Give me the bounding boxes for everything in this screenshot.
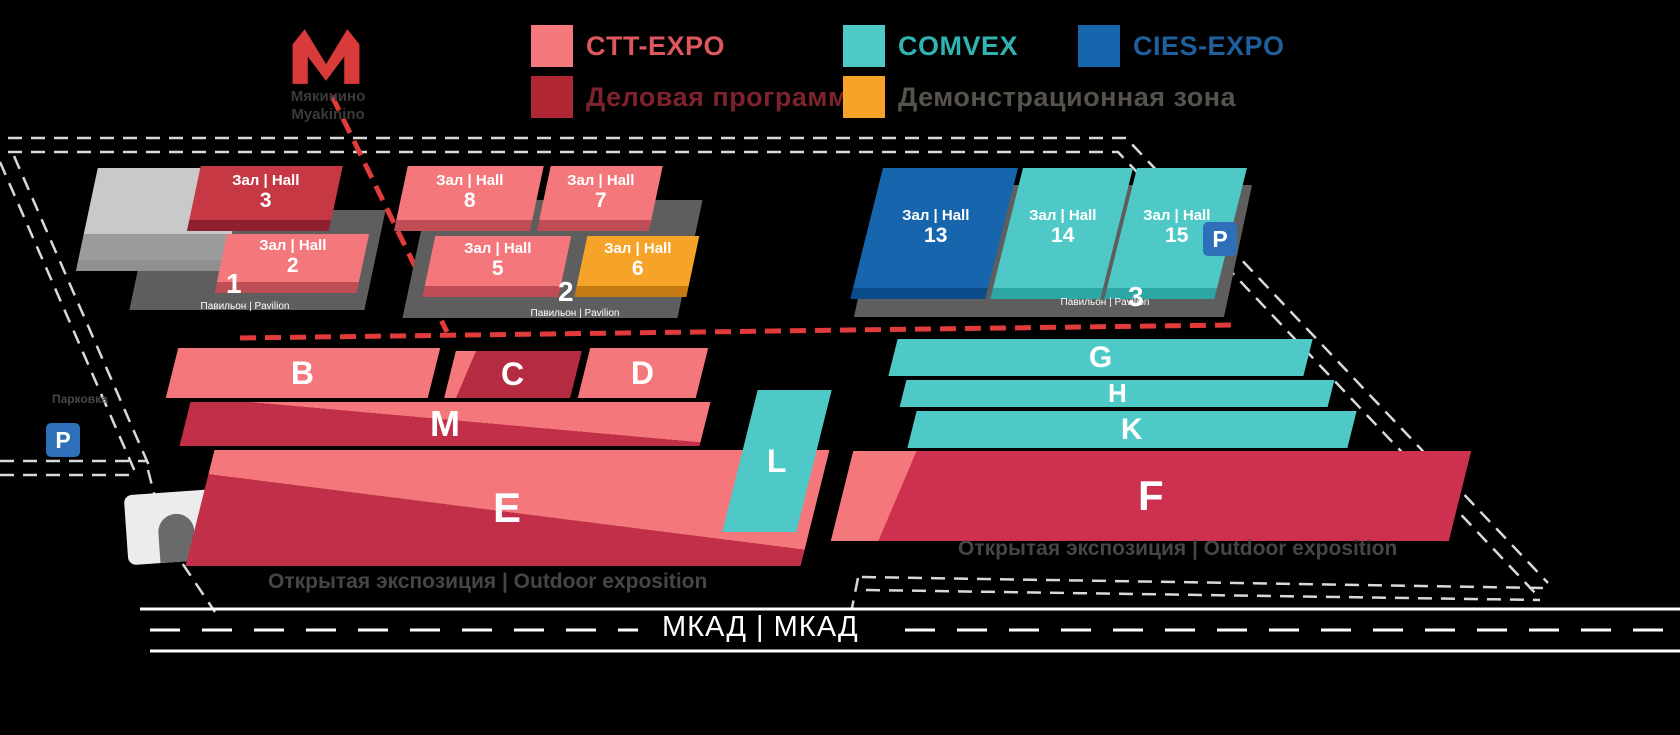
- pavilion-2-number: 2: [558, 276, 574, 307]
- hall-7-label: Зал | Hall 7: [567, 172, 635, 213]
- hall-8-label: Зал | Hall 8: [436, 172, 504, 213]
- legend-swatch-blue: [1078, 25, 1120, 67]
- hall-8: Зал | Hall 8: [396, 166, 544, 220]
- parking-sign-left: P: [46, 423, 80, 457]
- parking-letter: P: [55, 426, 71, 453]
- legend-label-1: CTT-EXPO: [586, 30, 726, 61]
- hall-3-label: Зал | Hall 3: [232, 172, 300, 213]
- zone-c: C: [444, 351, 582, 398]
- hall-3: Зал | Hall 3: [189, 166, 343, 220]
- metro-m-icon: [292, 29, 360, 84]
- pavilion-1-number: 1: [226, 268, 242, 299]
- zone-m: M: [179, 402, 711, 446]
- outdoor-area-caption-left: Открытая экспозиция | Outdoor exposition: [268, 570, 708, 593]
- hall-5-label: Зал | Hall 5: [464, 240, 532, 281]
- legend-swatch-teal: [843, 25, 885, 67]
- hall-6-label: Зал | Hall 6: [604, 240, 672, 281]
- legend-label-4: Деловая программа: [586, 81, 864, 112]
- legend-label-3: CIES-EXPO: [1133, 30, 1285, 61]
- zone-b: B: [165, 348, 441, 398]
- zone-g: G: [888, 339, 1313, 376]
- legend-swatch-darkred: [531, 76, 573, 118]
- pavilion-1-caption: Павильон | Pavilion: [200, 301, 290, 312]
- pavilion-3-caption: Павильон | Pavilion: [1060, 297, 1150, 308]
- hall-14-label: Зал | Hall 14: [1029, 207, 1097, 248]
- legend-swatch-pink: [531, 25, 573, 67]
- zone-k: K: [907, 411, 1357, 448]
- hall-7: Зал | Hall 7: [539, 166, 663, 220]
- hall-5: Зал | Hall 5: [424, 236, 572, 286]
- pavilion-2-caption: Павильон | Pavilion: [530, 308, 620, 319]
- zone-f: F: [830, 451, 1472, 541]
- legend-label-5: Демонстрационная зона: [898, 81, 1237, 112]
- legend-swatch-orange: [843, 76, 885, 118]
- parking-letter: P: [1212, 225, 1228, 252]
- parking-left-caption: Парковка: [52, 392, 108, 406]
- hall-6: Зал | Hall 6: [576, 236, 700, 286]
- hall-13-label: Зал | Hall 13: [901, 207, 970, 248]
- zone-h: H: [899, 378, 1335, 408]
- metro-station-name-en: Myakinino: [291, 106, 365, 123]
- mkad-road: [140, 607, 1680, 653]
- metro-station-label: Мякинино Myakinino: [248, 88, 408, 124]
- pavilion-3-number: 3: [1128, 281, 1144, 312]
- outdoor-area-caption-right: Открытая экспозиция | Outdoor exposition: [958, 537, 1398, 560]
- metro-walk-route: [239, 94, 1233, 341]
- legend-label-2: COMVEX: [898, 30, 1019, 61]
- hall-2-label: Зал | Hall 2: [259, 237, 327, 278]
- parking-sign-right: P: [1203, 222, 1237, 256]
- zone-d: D: [577, 348, 709, 398]
- hall-15-label: Зал | Hall 15: [1143, 207, 1211, 248]
- metro-station-name-ru: Мякинино: [290, 88, 366, 105]
- mkad-road-label: МКАД | МКАД: [662, 611, 859, 643]
